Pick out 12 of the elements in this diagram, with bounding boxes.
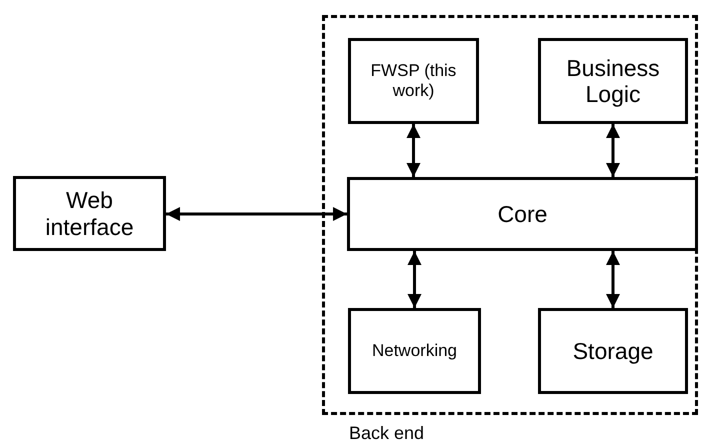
- component-box: FWSP (this work): [348, 38, 479, 124]
- component-box: Web interface: [13, 176, 166, 251]
- component-box: Networking: [348, 308, 481, 394]
- component-box: Storage: [538, 308, 688, 394]
- double-arrow: [408, 251, 422, 308]
- component-box: Business Logic: [538, 38, 688, 124]
- double-arrow: [406, 124, 420, 177]
- group-label: Back end: [349, 423, 424, 443]
- double-arrow: [166, 207, 347, 221]
- double-arrow: [606, 124, 620, 177]
- component-box: Core: [347, 177, 698, 251]
- double-arrow: [606, 251, 620, 308]
